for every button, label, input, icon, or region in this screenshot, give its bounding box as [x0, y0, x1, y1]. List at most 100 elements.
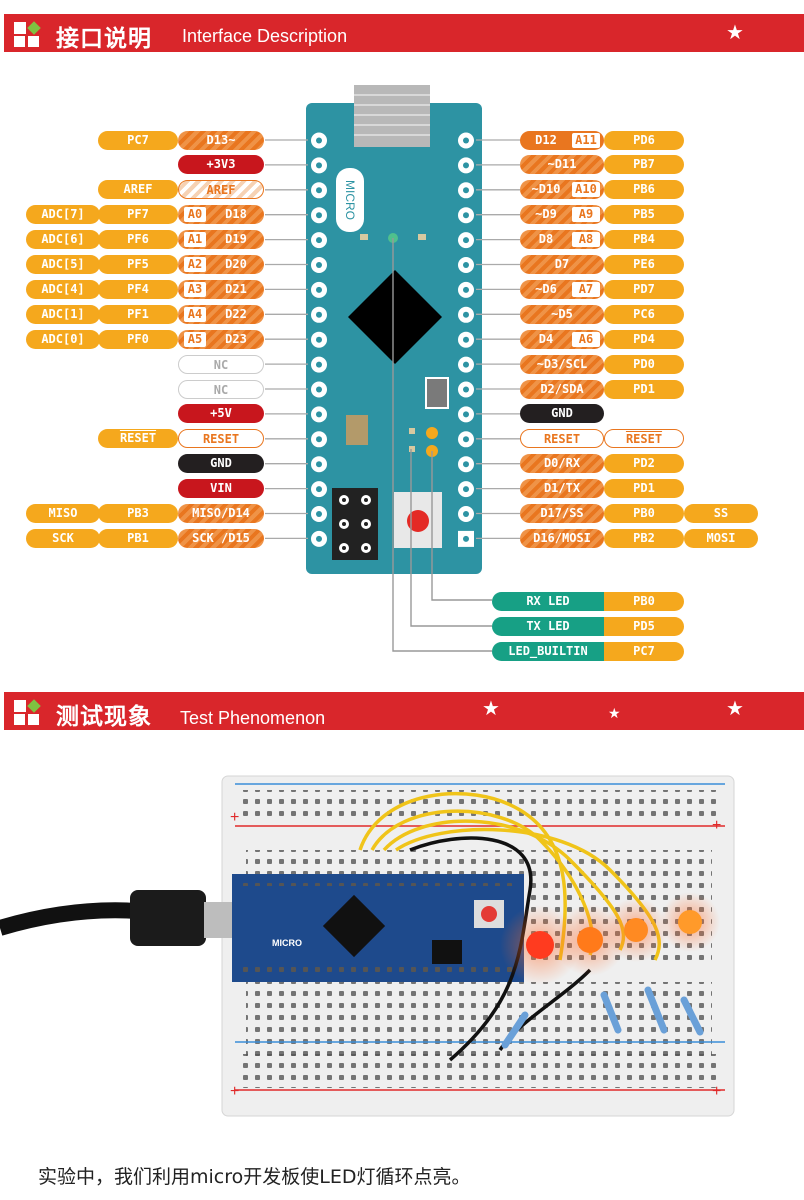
pin-digital-label: ~D3/SCL — [520, 354, 604, 374]
pin-port-label: PD0 — [604, 354, 684, 374]
pin-digital-label: AREF — [178, 180, 264, 200]
pin-digital-label: VIN — [178, 479, 264, 499]
logo-icon — [14, 699, 41, 725]
analog-chip: A6 — [572, 331, 600, 347]
led-3 — [624, 918, 648, 942]
pin-function-label: ADC[6] — [26, 230, 100, 250]
pin-port-label: PD6 — [604, 130, 684, 150]
svg-text:+: + — [230, 809, 239, 826]
pin-digital-label: ~D5 — [520, 304, 604, 324]
pin-port-label: PF6 — [98, 230, 178, 250]
pin-digital-label: +3V3 — [178, 155, 264, 175]
svg-text:+: + — [712, 1083, 721, 1100]
analog-chip: A8 — [572, 232, 600, 248]
pin-function-label: SCK — [26, 528, 100, 548]
caption-text: 实验中，我们利用micro开发板使LED灯循环点亮。 — [38, 1166, 471, 1188]
pin-port-label: PB3 — [98, 504, 178, 523]
pin-function-label: ADC[0] — [26, 329, 100, 349]
section-title-cn: 测试现象 — [56, 704, 152, 730]
pin-function-label: MOSI — [684, 528, 758, 548]
pin-function-label: SS — [684, 504, 758, 523]
section-banner-interface: 接口说明 Interface Description ★ — [4, 14, 804, 52]
star-icon: ★ — [726, 696, 744, 720]
pin-port-label: PB0 — [604, 504, 684, 523]
usb-cable — [0, 902, 151, 936]
pin-port-label: PD2 — [604, 454, 684, 474]
pin-digital-label: SCK /D15 — [178, 528, 264, 548]
led-port-label: PB0 — [604, 592, 684, 611]
pin-port-label: PB7 — [604, 155, 684, 175]
analog-chip: A3 — [184, 281, 206, 297]
led-name-label: TX LED — [492, 617, 604, 637]
section-title-en: Test Phenomenon — [180, 708, 326, 728]
analog-chip: A10 — [572, 182, 600, 198]
pin-digital-label: D17/SS — [520, 504, 604, 523]
led-port-label: PC7 — [604, 642, 684, 662]
pin-function-label: ADC[4] — [26, 279, 100, 299]
analog-chip: A11 — [572, 132, 600, 148]
svg-text:+: + — [712, 817, 721, 834]
led-name-label: RX LED — [492, 592, 604, 611]
pin-function-label: ADC[1] — [26, 304, 100, 324]
analog-chip: A5 — [184, 331, 206, 347]
pin-function-label: ADC[5] — [26, 255, 100, 274]
pin-port-label: PF1 — [98, 304, 178, 324]
pin-digital-label: GND — [520, 404, 604, 424]
pin-digital-label: D0/RX — [520, 454, 604, 474]
analog-chip: A1 — [184, 232, 206, 248]
micro-label-bg — [336, 168, 364, 232]
led-name-label: LED_BUILTIN — [492, 642, 604, 662]
pin-port-label: PD4 — [604, 329, 684, 349]
star-icon: ★ — [608, 706, 621, 722]
section-banner-test: 测试现象 Test Phenomenon ★ ★ ★ — [4, 692, 804, 730]
mcu-chip — [348, 270, 442, 364]
pin-port-label: PD1 — [604, 379, 684, 399]
pin-digital-label: D16/MOSI — [520, 528, 604, 548]
analog-chip: A4 — [184, 306, 206, 322]
pin-function-label: ADC[7] — [26, 205, 100, 225]
pin-port-label: RESET — [98, 429, 178, 449]
svg-text:+: + — [230, 1083, 239, 1100]
section-title-en: Interface Description — [182, 26, 348, 46]
logo-icon — [14, 21, 41, 47]
pin-function-label: MISO — [26, 504, 100, 523]
pin-digital-label: D7 — [520, 255, 604, 274]
micro-board-label: MICRO — [343, 180, 357, 220]
photo-board-label: MICRO — [272, 938, 302, 948]
pin-port-label: AREF — [98, 180, 178, 200]
analog-chip: A0 — [184, 207, 206, 223]
pin-port-label: PB5 — [604, 205, 684, 225]
star-icon: ★ — [482, 696, 500, 720]
pin-port-label: PB2 — [604, 528, 684, 548]
pin-port-label: RESET — [604, 429, 684, 449]
pin-port-label: PF0 — [98, 329, 178, 349]
pin-digital-label: +5V — [178, 404, 264, 424]
pin-port-label: PE6 — [604, 255, 684, 274]
pin-digital-label: D13~ — [178, 130, 264, 150]
pin-digital-label: GND — [178, 454, 264, 474]
pin-port-label: PD7 — [604, 279, 684, 299]
pin-port-label: PF4 — [98, 279, 178, 299]
pin-digital-label: RESET — [520, 429, 604, 449]
pin-digital-label: D2/SDA — [520, 379, 604, 399]
pin-port-label: PB1 — [98, 528, 178, 548]
pinout-diagram — [265, 85, 522, 652]
pin-digital-label: NC — [178, 354, 264, 374]
pin-port-label: PB6 — [604, 180, 684, 200]
analog-chip: A9 — [572, 207, 600, 223]
pin-port-label: PC6 — [604, 304, 684, 324]
led-1 — [526, 931, 554, 959]
led-port-label: PD5 — [604, 617, 684, 637]
